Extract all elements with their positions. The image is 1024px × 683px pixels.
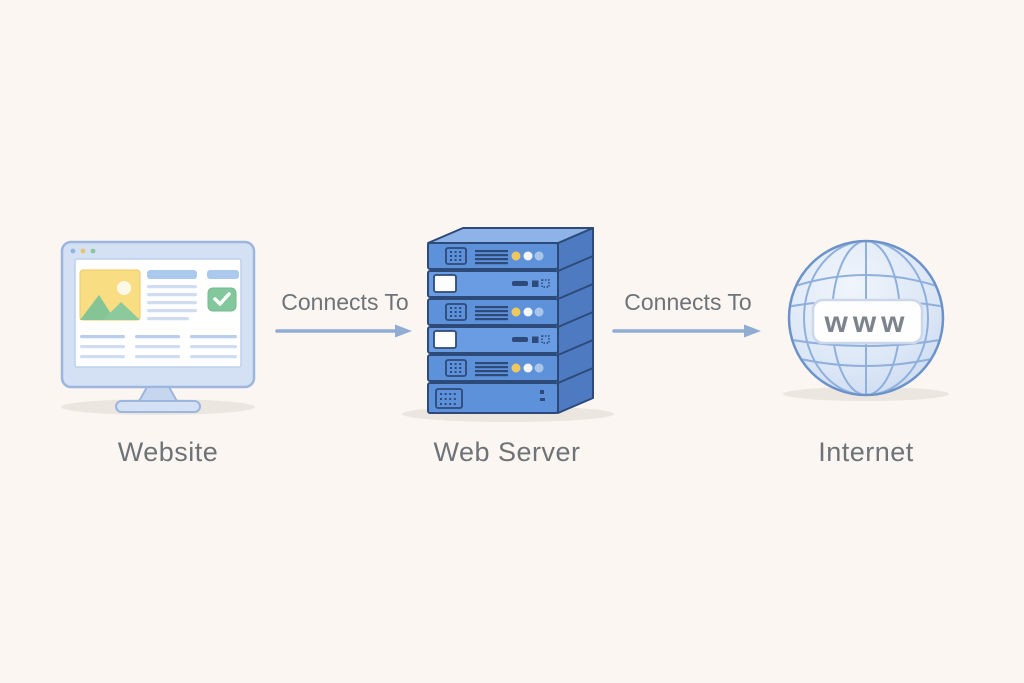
- arrow-right-icon: [612, 324, 761, 338]
- checkmark-button-icon: [207, 287, 237, 312]
- monitor-stand-base: [115, 400, 201, 413]
- status-led-white: [523, 307, 533, 317]
- node-website: [55, 235, 265, 420]
- server-side-divisions: [557, 255, 594, 384]
- connector-webserver-to-internet: Connects To: [612, 288, 764, 340]
- webpage-text-placeholders: [147, 270, 239, 321]
- globe-icon: www: [783, 239, 949, 401]
- node-label-web-server: Web Server: [433, 437, 581, 467]
- connector-label: Connects To: [281, 289, 409, 315]
- mountain-icon: [103, 302, 140, 320]
- status-led-yellow: [511, 251, 521, 261]
- mountain-icon: [80, 295, 115, 320]
- status-led-yellow: [511, 363, 521, 373]
- server-unit: [427, 298, 559, 326]
- node-web-server: [400, 218, 620, 425]
- server-unit: [427, 382, 559, 414]
- node-label-internet: Internet: [818, 437, 914, 467]
- globe-www-badge: www: [811, 298, 924, 345]
- globe-www-text: www: [823, 306, 909, 339]
- webpage-bottom-text-placeholders: [80, 335, 237, 359]
- window-control-dots-icon: [70, 248, 96, 254]
- connector-label: Connects To: [624, 289, 752, 315]
- arrow-right-icon: [275, 324, 412, 338]
- node-internet: www: [780, 235, 955, 405]
- server-unit: [427, 242, 559, 270]
- status-led-blue: [534, 251, 544, 261]
- status-led-yellow: [511, 307, 521, 317]
- server-rack-icon: [402, 227, 614, 422]
- server-unit: [427, 326, 559, 354]
- status-led-white: [523, 363, 533, 373]
- status-led-blue: [534, 363, 544, 373]
- connector-website-to-webserver: Connects To: [270, 288, 420, 340]
- server-unit: [427, 354, 559, 382]
- node-label-website: Website: [117, 437, 219, 467]
- server-unit: [427, 270, 559, 298]
- status-led-blue: [534, 307, 544, 317]
- sun-icon: [117, 281, 131, 295]
- webpage-image-placeholder: [79, 269, 141, 321]
- monitor-icon: [60, 240, 256, 415]
- status-led-white: [523, 251, 533, 261]
